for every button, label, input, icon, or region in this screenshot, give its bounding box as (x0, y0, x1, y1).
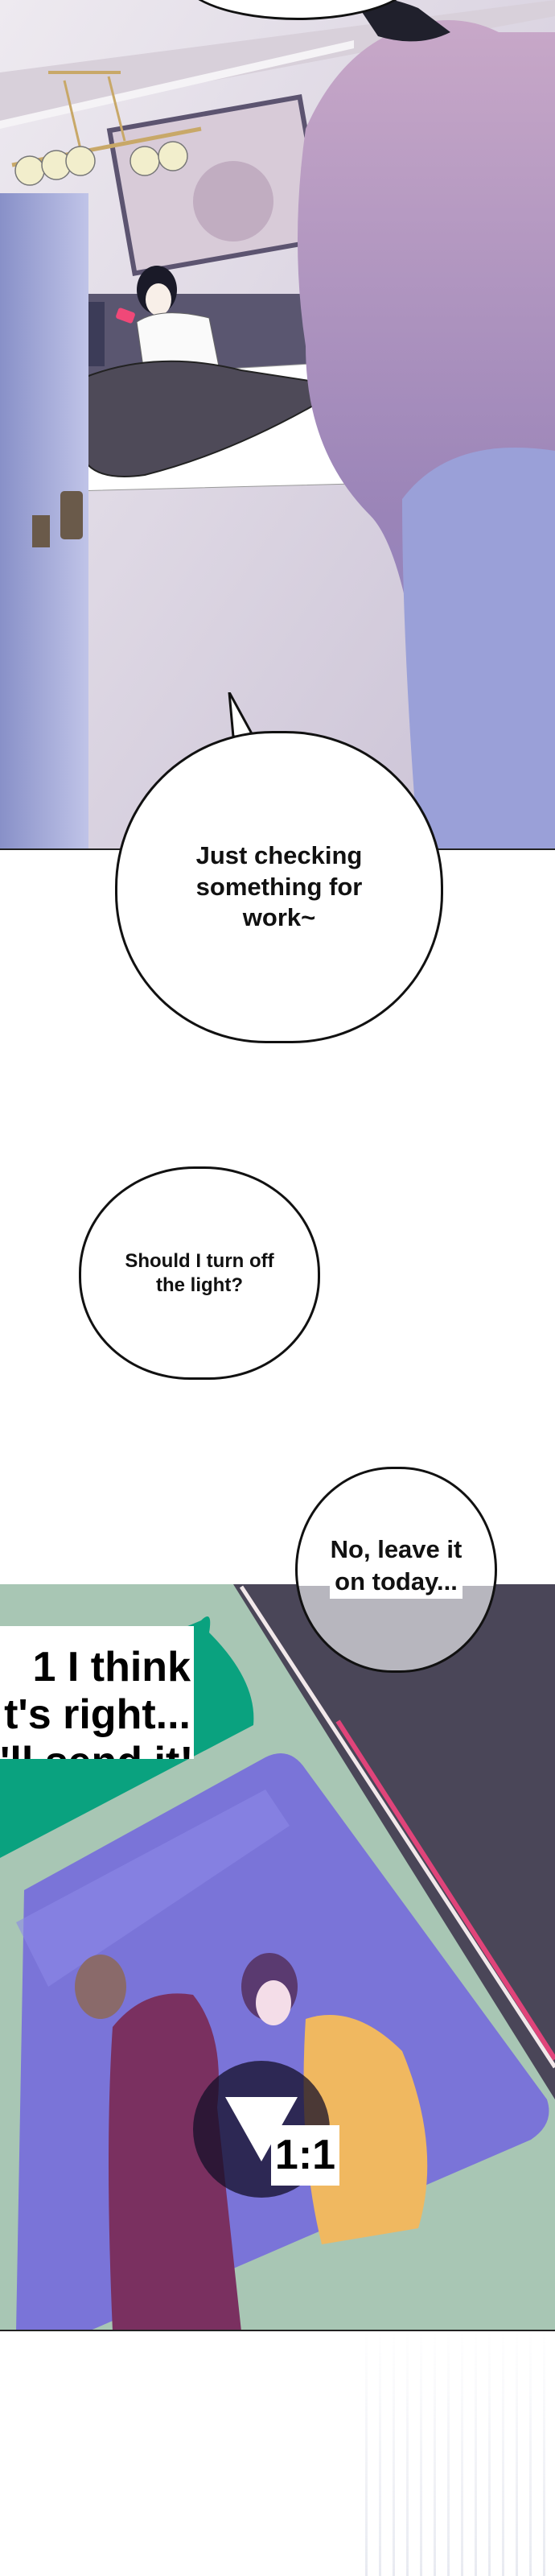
bedroom-panel (0, 0, 555, 850)
caption-line: 'll send it! (0, 1739, 194, 1760)
speech-bubble-leave: No, leave it on today... (295, 1467, 497, 1673)
phone-panel (0, 1584, 555, 2331)
bubble-text: Should I turn off the light? (125, 1249, 274, 1296)
play-icon (225, 2097, 298, 2161)
bubble-text: No, leave it (330, 1535, 462, 1563)
video-ratio-label: 1:1 (271, 2125, 339, 2186)
bubble-text: Just checking something for work~ (195, 840, 363, 932)
speech-bubble-light: Should I turn off the light? (79, 1166, 320, 1380)
speed-lines (354, 2326, 555, 2576)
speech-bubble-work: Just checking something for work~ (115, 731, 443, 1043)
bubble-text: on today... (330, 1566, 462, 1599)
caption-line: t's right... (4, 1690, 191, 1738)
phone-caption: 1 I think t's right... 'll send it! (0, 1626, 194, 1759)
caption-line: 1 I think (32, 1644, 191, 1690)
